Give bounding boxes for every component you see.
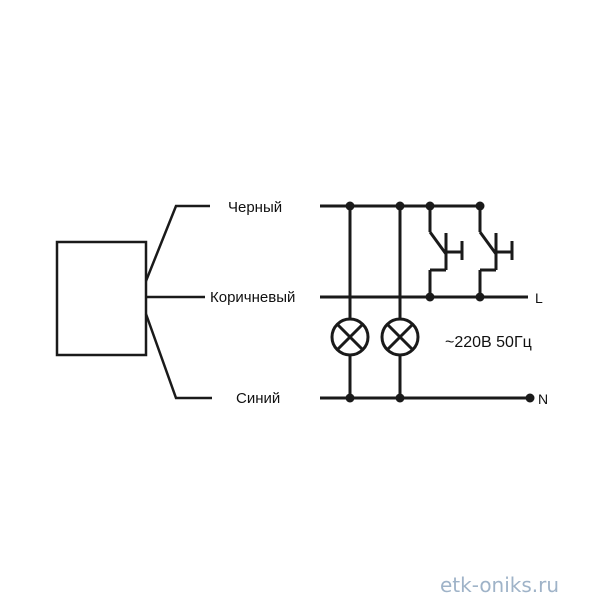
junction-dot — [345, 201, 355, 211]
junction-dot — [425, 292, 435, 302]
junction-dot — [395, 393, 405, 403]
lead-blue — [144, 313, 212, 400]
switch-1-icon — [428, 206, 464, 297]
label-brown: Коричневый — [210, 289, 295, 306]
junction-dot — [425, 201, 435, 211]
label-black: Черный — [228, 199, 282, 216]
junction-dot — [475, 201, 485, 211]
terminal-n-label: N — [538, 391, 548, 407]
supply-label: ~220В 50Гц — [445, 334, 532, 351]
lamp-2-icon — [380, 317, 420, 357]
terminal-l-label: L — [535, 290, 543, 306]
lamp-1-icon — [330, 317, 370, 357]
junction-dot — [345, 393, 355, 403]
label-blue: Синий — [236, 390, 280, 407]
switch-2-icon — [478, 206, 514, 297]
sensor-box — [55, 240, 148, 357]
terminal-dot-n — [525, 393, 535, 403]
junction-dot — [395, 201, 405, 211]
lead-black — [144, 204, 210, 282]
watermark: etk-oniks.ru — [440, 573, 559, 597]
junction-dot — [475, 292, 485, 302]
